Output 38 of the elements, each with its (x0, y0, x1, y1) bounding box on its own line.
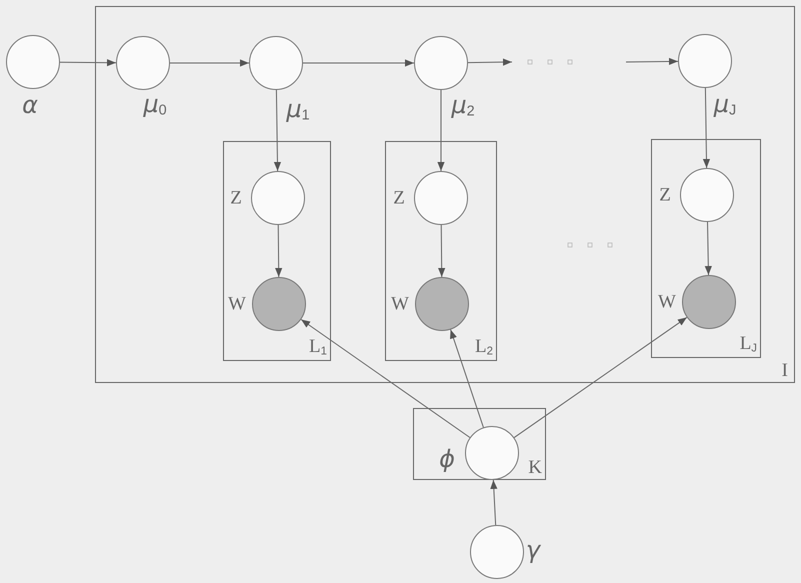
plate (385, 141, 497, 361)
variable-label: Z (393, 188, 405, 208)
variable-label: μ$_{1}$ (286, 96, 310, 124)
arrow (170, 59, 250, 67)
arrow (302, 59, 414, 67)
variable-label: Z (659, 186, 671, 204)
plate-label: L$_{2}$ (475, 337, 493, 358)
plate (413, 408, 546, 480)
plate (223, 141, 331, 361)
variable-label: W (391, 294, 409, 314)
arrow (704, 222, 712, 276)
arrow (450, 329, 484, 428)
arrow (438, 224, 446, 278)
arrow (702, 88, 710, 168)
arrow (274, 90, 282, 172)
plate-label: I (782, 361, 788, 380)
arrow (626, 58, 678, 66)
arrow (468, 58, 512, 66)
variable-label: μ$_{0}$ (143, 92, 167, 118)
arrow (300, 318, 470, 438)
arrow (490, 479, 498, 526)
variable-label: Z (230, 188, 242, 208)
plate (651, 139, 761, 358)
variable-label: γ (526, 538, 540, 562)
arrow (275, 224, 282, 278)
variable-label: μ$_{J}$ (714, 92, 736, 118)
arrow (60, 59, 116, 66)
variable-label: ϕ (439, 447, 455, 471)
arrow (514, 316, 688, 438)
variable-label: W (228, 294, 246, 314)
plate (95, 6, 795, 383)
plate-label: L$_{1}$ (309, 337, 327, 358)
plate-label: K (528, 458, 542, 477)
variable-label: W (658, 292, 676, 312)
variable-label: α (22, 93, 38, 117)
variable-label: μ$_{2}$ (451, 92, 475, 120)
plate-label: L$_{J}$ (740, 334, 757, 355)
arrow (437, 90, 445, 172)
